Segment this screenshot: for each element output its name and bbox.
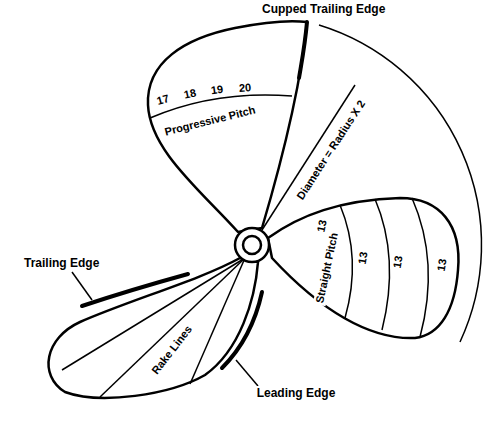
- pitch-arc: [375, 199, 390, 330]
- leader-line: [236, 360, 258, 386]
- diameter-arc: [319, 25, 482, 342]
- upper-blade: [148, 21, 307, 232]
- pitch-arc: [340, 205, 352, 318]
- hub: [235, 228, 269, 262]
- rake-line: [190, 258, 245, 384]
- edge-label: Leading Edge: [255, 386, 338, 400]
- lower-blade: [49, 258, 258, 398]
- pitch-number: 20: [236, 81, 253, 95]
- dimension-label: Diameter = Radius X 2: [293, 96, 369, 204]
- pitch-label: Straight Pitch: [313, 230, 341, 307]
- edge-label: Trailing Edge: [22, 256, 101, 270]
- cupped-edge-mark: [299, 22, 307, 78]
- hub-bore: [243, 236, 261, 254]
- part-label: Rake Lines: [148, 322, 196, 379]
- radius-line: [262, 85, 355, 230]
- pitch-number: 19: [208, 82, 226, 97]
- pitch-number: 13: [434, 256, 450, 274]
- pitch-arc: [412, 198, 428, 337]
- trailing-edge-mark: [82, 274, 188, 306]
- pitch-label: Progressive Pitch: [161, 103, 258, 139]
- pitch-number: 17: [153, 92, 172, 109]
- pitch-number: 13: [390, 253, 406, 271]
- right-blade: [268, 198, 458, 338]
- leading-edge-mark: [222, 292, 262, 368]
- pitch-number: 13: [355, 249, 371, 267]
- pitch-number: 18: [181, 86, 200, 102]
- rake-line: [62, 258, 245, 370]
- leader-line: [72, 272, 92, 300]
- edge-label: Cupped Trailing Edge: [260, 2, 387, 16]
